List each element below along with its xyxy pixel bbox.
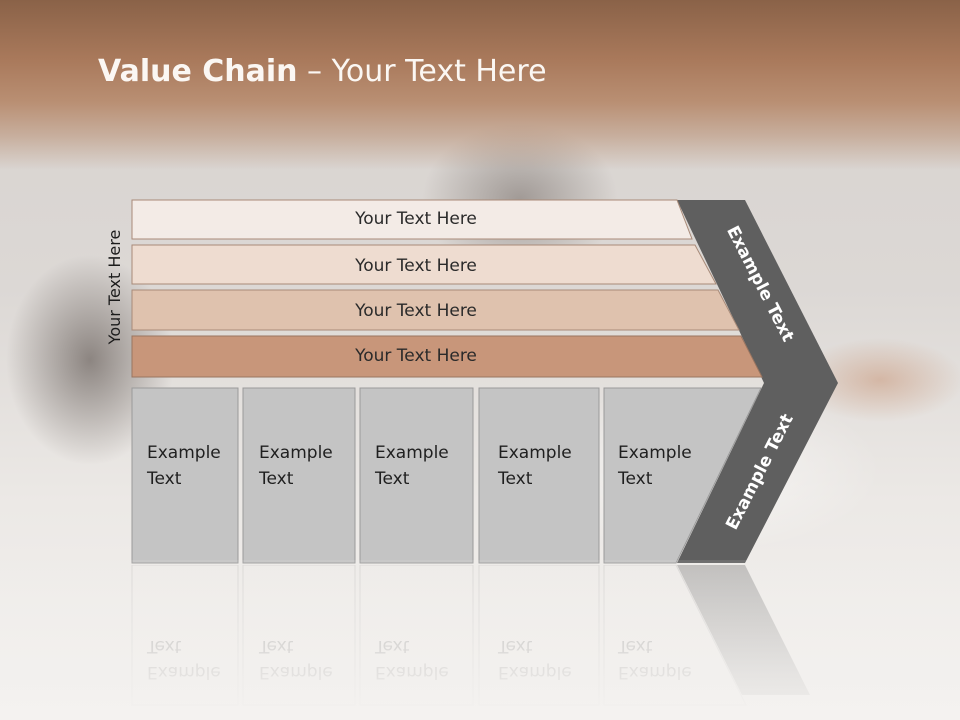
- box-text-2-line1: Example: [259, 443, 333, 463]
- bar-3[interactable]: [131, 289, 740, 331]
- bar-label-4: Your Text Here: [355, 346, 477, 366]
- box-text-1: Example Text: [147, 440, 237, 492]
- box-text-5: Example Text: [618, 440, 708, 492]
- header-band: [0, 0, 960, 170]
- box-text-2: Example Text: [259, 440, 349, 492]
- bar-1[interactable]: [131, 199, 693, 240]
- box-text-5-line1: Example: [618, 443, 692, 463]
- box-text-5-line2: Text: [618, 469, 653, 489]
- box-text-3: Example Text: [375, 440, 465, 492]
- box-text-4-line1: Example: [498, 443, 572, 463]
- slide-title[interactable]: Value Chain – Your Text Here: [98, 54, 547, 89]
- box-text-4: Example Text: [498, 440, 588, 492]
- box-text-1-line1: Example: [147, 443, 221, 463]
- title-bold: Value Chain: [98, 54, 298, 89]
- box-3[interactable]: [359, 387, 474, 564]
- box-text-3-line1: Example: [375, 443, 449, 463]
- box-text-4-line2: Text: [498, 469, 533, 489]
- bar-label-1: Your Text Here: [355, 209, 477, 229]
- bar-4[interactable]: [131, 335, 763, 378]
- bar-label-3: Your Text Here: [355, 301, 477, 321]
- reflection-fade: [0, 560, 960, 720]
- box-text-3-line2: Text: [375, 469, 410, 489]
- box-text-2-line2: Text: [259, 469, 294, 489]
- chevron-upper[interactable]: [677, 200, 838, 383]
- title-rest: – Your Text Here: [297, 54, 547, 89]
- box-4[interactable]: [478, 387, 600, 564]
- bar-label-2: Your Text Here: [355, 256, 477, 276]
- box-2[interactable]: [242, 387, 356, 564]
- box-text-1-line2: Text: [147, 469, 182, 489]
- chevron-lower[interactable]: [677, 383, 838, 563]
- bar-2[interactable]: [131, 244, 717, 285]
